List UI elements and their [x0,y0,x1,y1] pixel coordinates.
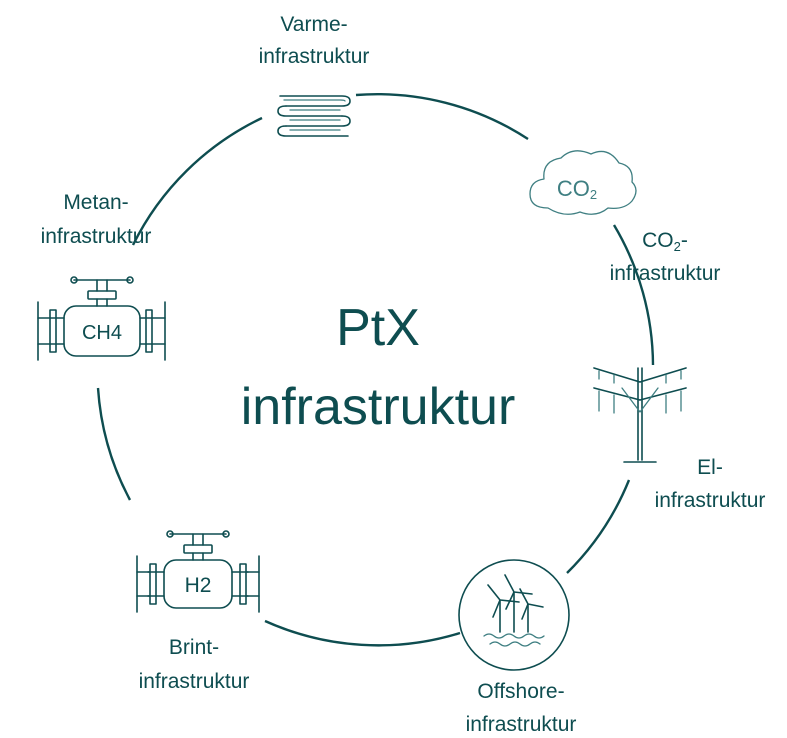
node-metan: CH4 Metan- infrastruktur [37,191,166,361]
offshore-wind-turbines-icon [458,559,570,671]
node-co2: CO2 CO2- infrastruktur [529,150,721,285]
node-varme: Varme- infrastruktur [259,13,370,137]
ring-arc-co2-el [612,224,655,366]
metan-label-line2: infrastruktur [41,225,152,248]
node-offshore: Offshore- infrastruktur [458,559,577,736]
el-label-line2: infrastruktur [655,489,766,512]
ring-arc-el-offshore [566,479,631,574]
power-pylon-icon [593,367,687,463]
metan-label-line1: Metan- [63,191,128,214]
co2-label-line1: CO2- [642,229,688,254]
center-title-line1: PtX [336,299,420,357]
h2-icon-text: H2 [185,574,212,597]
ring-arc-metan-varme [131,116,263,246]
offshore-label-line1: Offshore- [477,680,564,703]
co2-cloud-icon: CO2 [529,150,637,215]
heat-exchanger-icon [277,95,351,137]
ring-arc-brint-metan [96,387,132,501]
el-label-line1: El- [697,456,723,479]
brint-label-line2: infrastruktur [139,670,250,693]
ch4-icon-text: CH4 [82,322,122,344]
brint-label-line1: Brint- [169,636,219,659]
co2-label-line2: infrastruktur [610,262,721,285]
hydrogen-valve-icon: H2 [136,530,260,613]
node-brint: H2 Brint- infrastruktur [136,530,260,693]
co2-icon-text: CO2 [557,176,597,202]
ring-arc-varme-co2 [355,93,529,141]
varme-label-line1: Varme- [280,13,347,36]
varme-label-line2: infrastruktur [259,45,370,68]
methane-valve-icon: CH4 [37,276,166,361]
node-el: El- infrastruktur [593,367,766,512]
connection-ring [96,93,655,647]
ring-arc-offshore-brint [264,619,461,647]
center-title-line2: infrastruktur [241,378,516,436]
offshore-label-line2: infrastruktur [466,713,577,736]
